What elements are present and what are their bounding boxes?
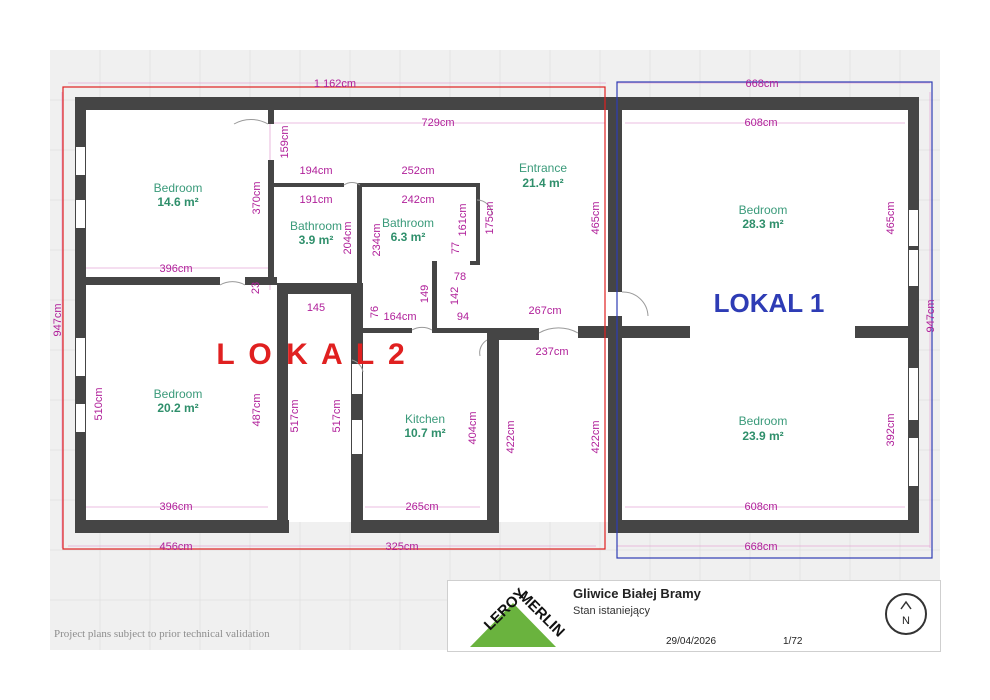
dim-465a: 465cm <box>590 201 602 234</box>
dim-23: 23 <box>250 282 262 294</box>
dim-252: 252cm <box>401 165 434 177</box>
dim-267: 267cm <box>528 305 561 317</box>
walls <box>75 97 919 533</box>
dim-entrance-width: 729cm <box>421 117 454 129</box>
dim-76: 76 <box>369 306 381 318</box>
project-date: 29/04/2026 <box>666 636 717 647</box>
room-area-bedroom-br: 23.9 m² <box>742 429 783 443</box>
dim-237: 237cm <box>535 346 568 358</box>
dim-234: 234cm <box>371 223 383 256</box>
room-name-bedroom-br: Bedroom <box>739 414 788 428</box>
room-area-entrance: 21.4 m² <box>522 176 563 190</box>
dim-396-bottom: 396cm <box>159 501 192 513</box>
dim-159: 159cm <box>279 125 291 158</box>
door-swings <box>219 118 649 373</box>
room-area-bedroom-bl: 20.2 m² <box>157 401 198 415</box>
north-compass: N <box>885 593 927 635</box>
dim-510: 510cm <box>93 387 105 420</box>
room-area-bathroom-small: 3.9 m² <box>299 233 334 247</box>
project-subtitle: Stan istaniejący <box>573 605 651 617</box>
title-block: LEROY MERLIN Gliwice Białej Bramy Stan i… <box>447 580 941 652</box>
dim-370: 370cm <box>251 181 263 214</box>
page-number: 1/72 <box>783 636 803 647</box>
dim-204: 204cm <box>342 221 354 254</box>
room-name-bathroom-small: Bathroom <box>290 219 342 233</box>
dim-175: 175cm <box>484 201 496 234</box>
lokal-1-outline <box>616 81 933 559</box>
dim-487: 487cm <box>251 393 263 426</box>
room-name-bathroom-large: Bathroom <box>382 216 434 230</box>
dim-lokal1-width: 668cm <box>745 78 778 90</box>
dim-392: 392cm <box>885 413 897 446</box>
dim-194: 194cm <box>299 165 332 177</box>
room-name-entrance: Entrance <box>519 161 567 175</box>
dim-lokal1-width-bottom: 668cm <box>744 541 777 553</box>
north-arrow-icon <box>900 600 912 610</box>
dim-total-width: 1 162cm <box>314 78 356 90</box>
room-name-bedroom-tr: Bedroom <box>739 203 788 217</box>
project-title: Gliwice Białej Bramy <box>573 586 701 601</box>
lokal-2-outline <box>62 86 606 550</box>
dimension-labels: 1 162cm 668cm 729cm 608cm 194cm 252cm 19… <box>52 78 937 553</box>
room-area-bedroom-tl: 14.6 m² <box>157 195 198 209</box>
dim-465b: 465cm <box>885 201 897 234</box>
dim-517b: 517cm <box>331 399 343 432</box>
lokal-1-label: LOKAL 1 <box>714 288 825 318</box>
disclaimer: Project plans subject to prior technical… <box>54 628 270 640</box>
dim-325: 325cm <box>385 541 418 553</box>
room-area-kitchen: 10.7 m² <box>404 426 445 440</box>
lokal-2-label: L O K A L 2 <box>216 338 407 371</box>
dim-145: 145 <box>307 302 325 314</box>
dim-lokal1-inner-top: 608cm <box>744 117 777 129</box>
dim-149: 149 <box>419 285 431 303</box>
room-name-bedroom-tl: Bedroom <box>154 181 203 195</box>
dim-456: 456cm <box>159 541 192 553</box>
dim-94: 94 <box>457 311 469 323</box>
dim-77: 77 <box>450 242 462 254</box>
dim-lokal1-inner-bottom: 608cm <box>744 501 777 513</box>
dim-142: 142 <box>449 287 461 305</box>
dim-517a: 517cm <box>289 399 301 432</box>
north-label: N <box>902 615 910 627</box>
room-area-bathroom-large: 6.3 m² <box>391 230 426 244</box>
room-floors <box>85 110 917 522</box>
dim-height-left: 947cm <box>52 303 64 336</box>
leroy-merlin-logo: LEROY MERLIN <box>470 585 568 647</box>
dim-164: 164cm <box>383 311 416 323</box>
room-name-kitchen: Kitchen <box>405 412 445 426</box>
dim-height-right: 947cm <box>925 299 937 332</box>
dim-422a: 422cm <box>505 420 517 453</box>
room-labels: Bedroom 14.6 m² Bathroom 3.9 m² Bathroom… <box>154 161 788 443</box>
dim-404: 404cm <box>467 411 479 444</box>
dim-242: 242cm <box>401 194 434 206</box>
room-area-bedroom-tr: 28.3 m² <box>742 217 783 231</box>
dim-78: 78 <box>454 271 466 283</box>
dim-422b: 422cm <box>590 420 602 453</box>
dim-191: 191cm <box>299 194 332 206</box>
dim-265: 265cm <box>405 501 438 513</box>
room-name-bedroom-bl: Bedroom <box>154 387 203 401</box>
dim-161: 161cm <box>457 203 469 236</box>
dim-396-top: 396cm <box>159 263 192 275</box>
